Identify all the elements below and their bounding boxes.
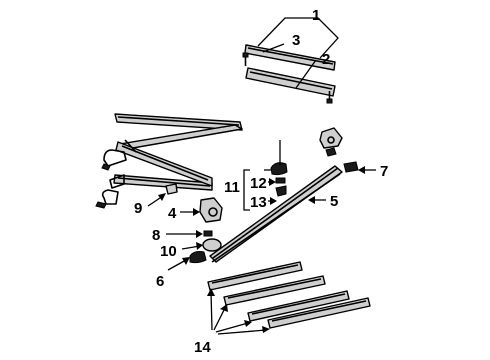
left-rail-lower — [113, 124, 243, 191]
callout-6: 6 — [156, 273, 164, 290]
left-rail-frame — [115, 139, 213, 187]
clip-part-9 — [165, 183, 178, 195]
callout-5: 5 — [330, 193, 338, 210]
callout-2: 2 — [322, 51, 330, 68]
right-end-bracket — [319, 127, 343, 157]
lower-roof-strip — [245, 67, 336, 97]
left-end-bracket-top — [101, 149, 127, 171]
upper-roof-strip — [244, 44, 336, 71]
callout-4: 4 — [168, 205, 177, 222]
bracket-part-4 — [199, 197, 223, 223]
callout-7: 7 — [380, 163, 388, 180]
nut-part-8 — [203, 230, 213, 237]
callout-9: 9 — [134, 200, 142, 217]
left-end-bracket-bottom — [95, 189, 119, 209]
left-rail-upper — [114, 113, 243, 131]
bolt-lower-right — [326, 91, 333, 104]
bottom-strip-3 — [247, 290, 350, 322]
callout-13: 13 — [250, 194, 267, 211]
screw-part-13 — [275, 177, 287, 197]
callout-8: 8 — [152, 227, 160, 244]
callout-3: 3 — [292, 32, 300, 49]
bottom-strip-1 — [207, 261, 303, 291]
callout-10: 10 — [160, 243, 177, 260]
foot-part-6 — [189, 251, 207, 264]
bottom-strip-2 — [223, 275, 326, 306]
cap-part-12 — [270, 162, 288, 176]
clip-part-7 — [343, 161, 359, 173]
callout-1: 1 — [312, 7, 320, 24]
callout-11: 11 — [224, 179, 240, 196]
bottom-strip-4 — [267, 297, 371, 329]
callout-14: 14 — [194, 339, 211, 356]
pad-part-10 — [202, 238, 222, 252]
bolt-upper-left — [242, 52, 249, 66]
side-rail-part-5 — [209, 165, 343, 263]
callout-12: 12 — [250, 175, 267, 192]
